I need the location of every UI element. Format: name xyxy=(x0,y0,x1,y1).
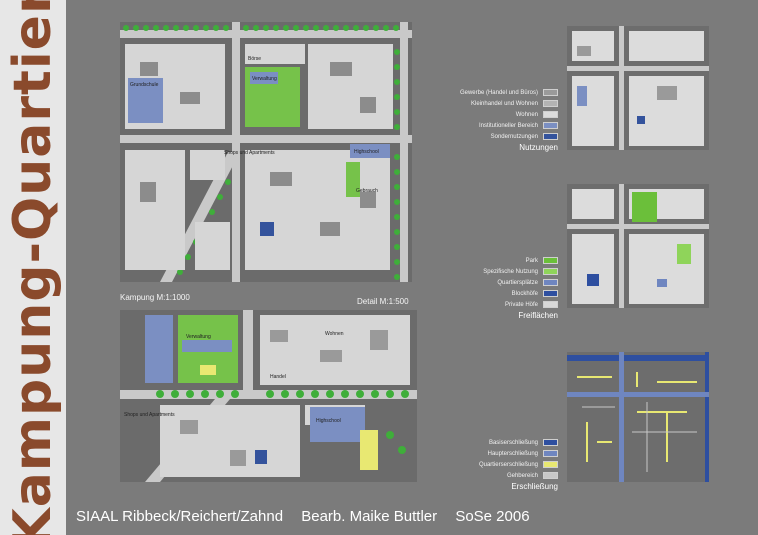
poster-title: Kampung-Quartier xyxy=(3,0,63,535)
footer-author: Bearb. Maike Buttler xyxy=(301,508,438,525)
thumbnail-erschliessung xyxy=(567,352,709,482)
legend-title: Nutzungen xyxy=(519,143,558,152)
detail-label-verwaltung: Verwaltung xyxy=(186,334,211,340)
detail-scale-caption: Detail M:1:500 xyxy=(357,297,409,306)
detail-label-handel: Handel xyxy=(270,374,286,380)
detail-plan-drawing: Verwaltung Wohnen Handel Shops und Apart… xyxy=(120,310,417,482)
legend-swatch xyxy=(543,279,558,286)
legend-item: Sondernutzungen xyxy=(491,132,558,141)
legend-freiflaechen: Park Spezifische Nutzung Quartiersplätze… xyxy=(420,256,558,320)
legend-item: Blockhöfe xyxy=(512,289,558,298)
thumbnail-nutzungen xyxy=(567,26,709,150)
legend-swatch xyxy=(543,439,558,446)
verwaltung-block xyxy=(250,72,278,84)
legend-item: Basiserschließung xyxy=(489,438,558,447)
label-highschool: Highschool xyxy=(354,149,379,155)
main-scale-caption: Kampung M:1:1000 xyxy=(120,293,190,302)
street-north xyxy=(120,30,412,38)
legend-swatch xyxy=(543,111,558,118)
legend-swatch xyxy=(543,450,558,457)
legend-item: Private Höfe xyxy=(505,300,558,309)
highschool-block xyxy=(350,144,390,158)
detail-label-highschool: Highschool xyxy=(316,418,341,424)
footer: SIAAL Ribbeck/Reichert/Zahnd Bearb. Maik… xyxy=(76,508,544,525)
title-strip: Kampung-Quartier xyxy=(0,0,66,535)
detail-label-shops: Shops und Apartments xyxy=(124,412,175,418)
detail-label-wohnen: Wohnen xyxy=(325,331,344,337)
main-plan-drawing: Grundschule Börse Verwaltung Shops und A… xyxy=(120,22,412,282)
sports-field xyxy=(346,162,360,197)
special-use-block xyxy=(260,222,274,236)
legend-swatch xyxy=(543,301,558,308)
label-boerse: Börse xyxy=(248,56,261,62)
legend-erschliessung: Basiserschließung Haupterschließung Quar… xyxy=(420,438,558,491)
legend-item: Institutioneller Bereich xyxy=(479,121,558,130)
legend-item: Wohnen xyxy=(516,110,558,119)
footer-course: SIAAL Ribbeck/Reichert/Zahnd xyxy=(76,508,284,525)
legend-item: Kleinhandel und Wohnen xyxy=(471,99,558,108)
legend-swatch xyxy=(543,290,558,297)
street-vertical-2 xyxy=(400,22,408,282)
thumbnail-freiflaechen xyxy=(567,184,709,308)
legend-title: Erschließung xyxy=(511,482,558,491)
label-gebrauch: Gebrauch xyxy=(356,188,378,194)
footer-term: SoSe 2006 xyxy=(455,508,530,525)
legend-swatch xyxy=(543,122,558,129)
courtyards xyxy=(140,62,376,236)
legend-item: Park xyxy=(526,256,558,265)
label-verwaltung: Verwaltung xyxy=(252,76,277,82)
main-site-plan: Grundschule Börse Verwaltung Shops und A… xyxy=(120,22,412,282)
legend-item: Quartiersplätze xyxy=(497,278,558,287)
legend-item: Quartierserschließung xyxy=(479,460,558,469)
legend-title: Freiflächen xyxy=(518,311,558,320)
legend-swatch xyxy=(543,461,558,468)
legend-item: Gehbereich xyxy=(507,471,558,480)
legend-swatch xyxy=(543,100,558,107)
legend-swatch xyxy=(543,89,558,96)
legend-item: Gewerbe (Handel und Büros) xyxy=(460,88,558,97)
street-middle xyxy=(120,135,412,143)
legend-swatch xyxy=(543,472,558,479)
legend-swatch xyxy=(543,257,558,264)
legend-swatch xyxy=(543,133,558,140)
label-shops: Shops und Apartments xyxy=(224,150,275,156)
legend-item: Spezifische Nutzung xyxy=(483,267,558,276)
label-grundschule: Grundschule xyxy=(130,82,159,88)
legend-item: Haupterschließung xyxy=(488,449,558,458)
legend-nutzungen: Gewerbe (Handel und Büros) Kleinhandel u… xyxy=(420,88,558,152)
detail-site-plan: Verwaltung Wohnen Handel Shops und Apart… xyxy=(120,310,417,482)
legend-swatch xyxy=(543,268,558,275)
school-block xyxy=(128,78,163,123)
building-blocks xyxy=(125,44,393,270)
